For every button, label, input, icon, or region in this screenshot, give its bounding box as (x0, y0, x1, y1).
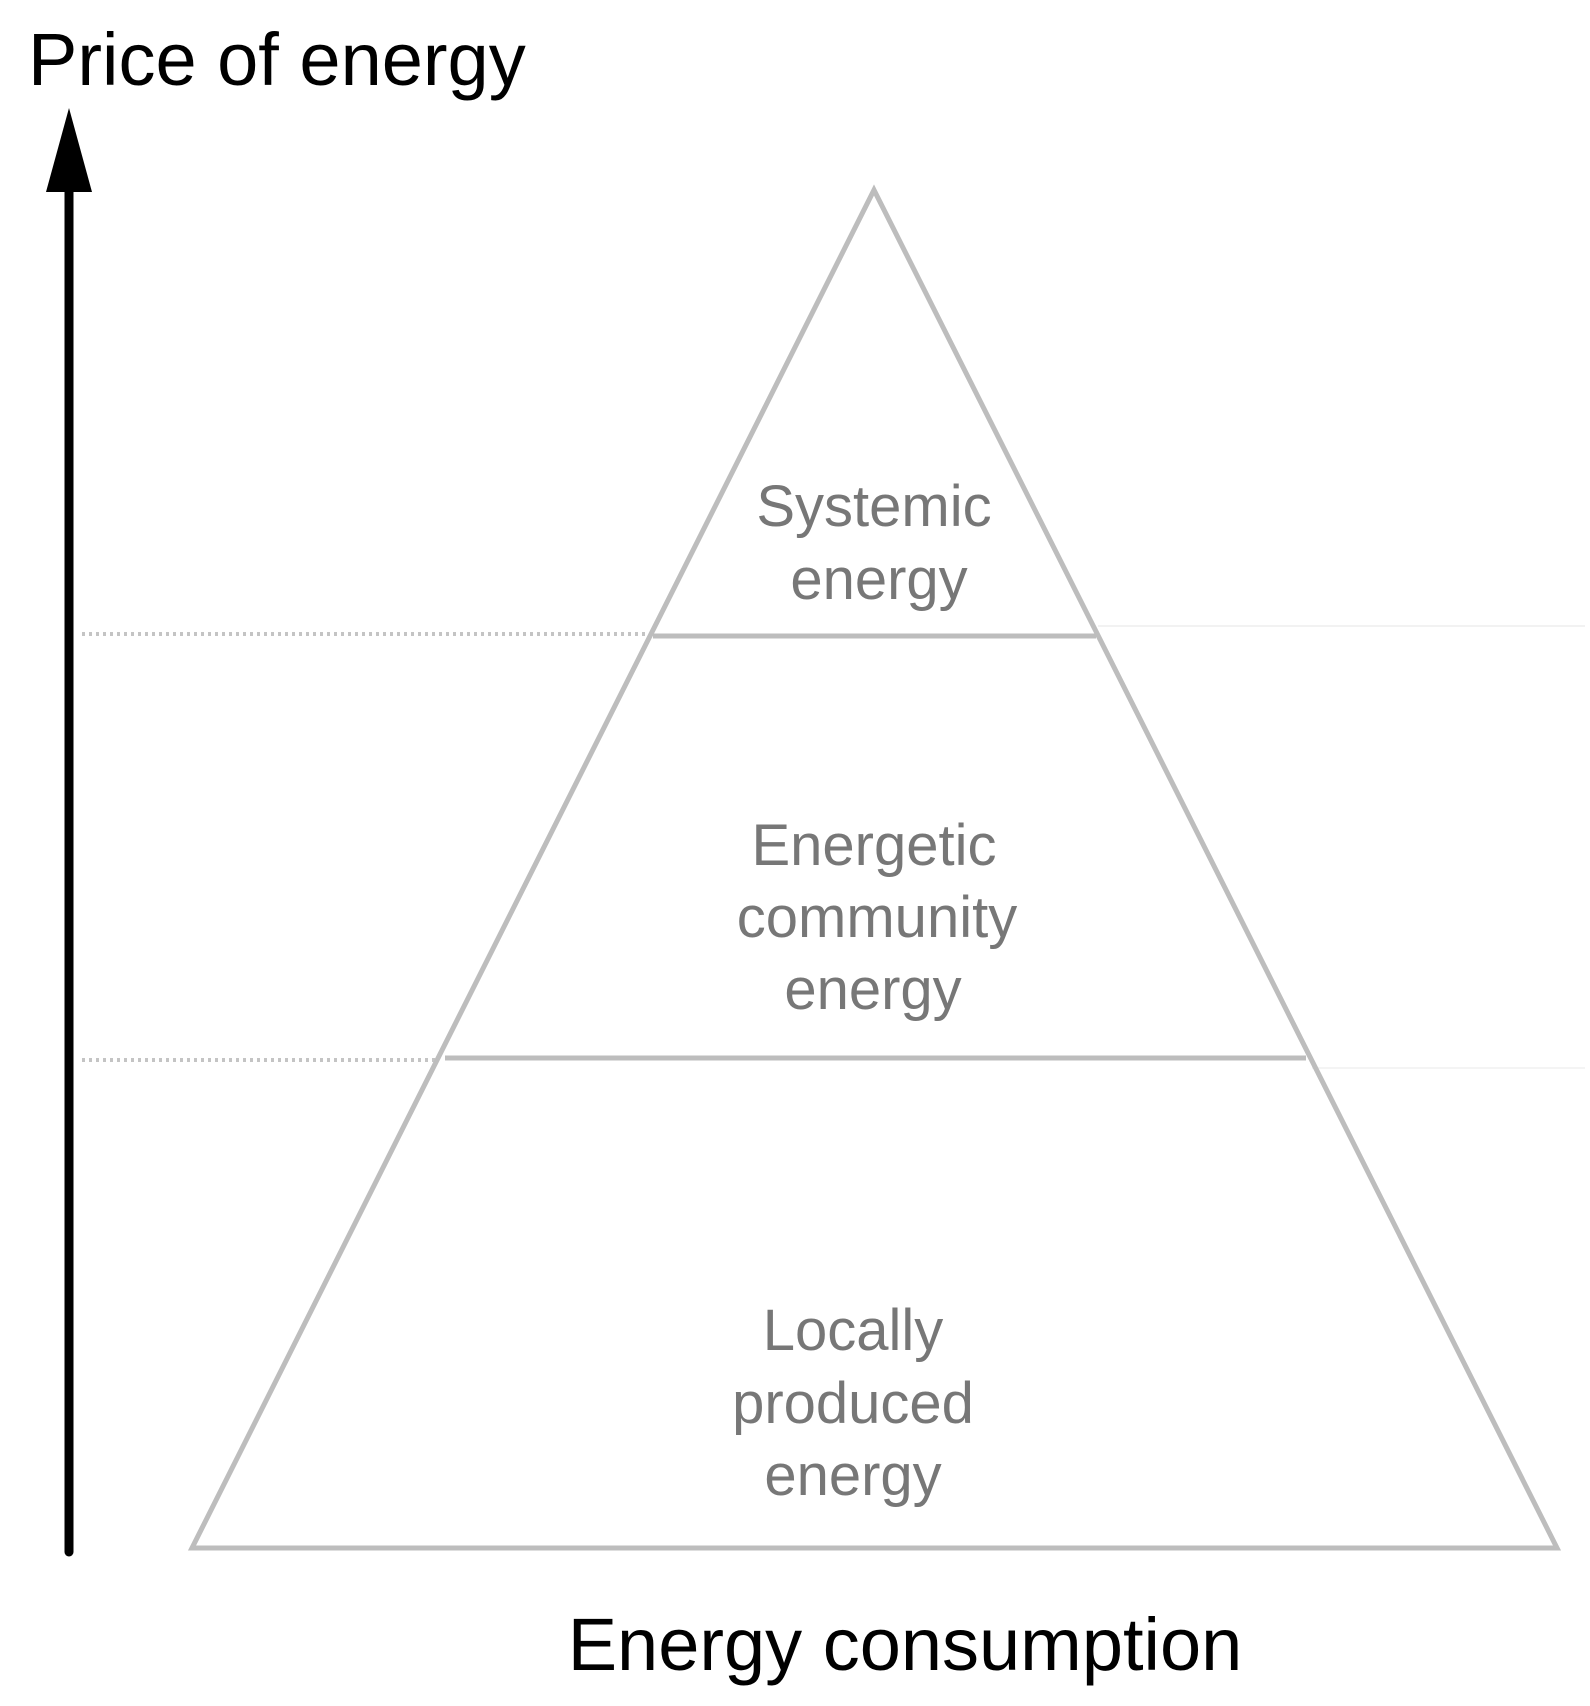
y-axis-label: Price of energy (28, 18, 526, 101)
tier-middle-line-3: energy (784, 957, 961, 1022)
tier-bottom-line-2: produced (732, 1371, 974, 1436)
tier-middle-label: Energetic community energy (737, 813, 1017, 1022)
tier-bottom-line-3: energy (764, 1443, 941, 1508)
arrow-up-icon (46, 108, 92, 192)
tier-middle-line-2: community (737, 885, 1017, 950)
tier-top-line-1: Systemic (756, 474, 991, 539)
tier-middle-line-1: Energetic (751, 813, 996, 878)
tier-top-label: Systemic energy (756, 474, 991, 612)
tier-bottom-label: Locally produced energy (732, 1298, 974, 1508)
pyramid-outline (187, 184, 1562, 1551)
x-axis-label: Energy consumption (568, 1603, 1243, 1686)
tier-top-line-2: energy (790, 547, 967, 612)
tier-bottom-line-1: Locally (763, 1298, 944, 1363)
